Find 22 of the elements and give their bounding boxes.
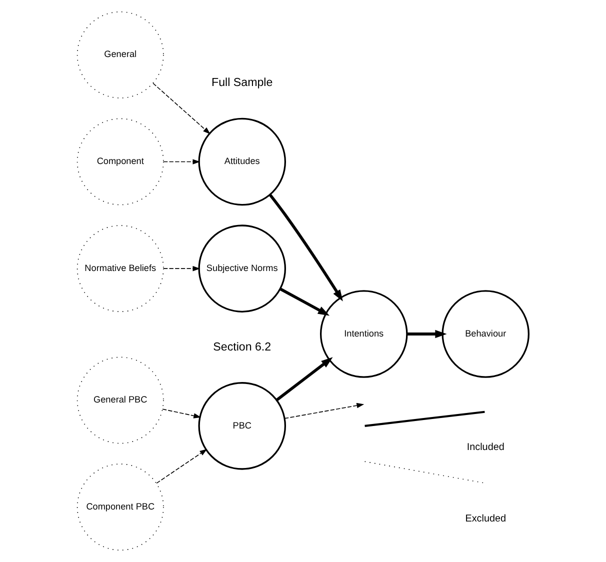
arrow xyxy=(152,82,210,134)
label: Section 6.2 xyxy=(213,341,272,354)
node-circle: General xyxy=(76,11,164,98)
legend-label: Included xyxy=(466,442,504,454)
node-circle: Behaviour xyxy=(442,290,530,378)
arrow xyxy=(407,330,447,338)
arrow xyxy=(284,402,364,419)
legend-label: Excluded xyxy=(465,513,506,524)
node-circle: Subjective Norms xyxy=(198,224,286,312)
arrow xyxy=(163,266,200,272)
label: Full Sample xyxy=(212,77,273,90)
arrow xyxy=(156,448,208,484)
node-circle: General PBC xyxy=(76,356,164,444)
node-circle: Normative Beliefs xyxy=(76,225,164,312)
arrow xyxy=(163,159,200,164)
node-circle: Component PBC xyxy=(76,464,164,551)
node-circle: Attitudes xyxy=(198,118,286,206)
arrow xyxy=(280,288,330,316)
arrow xyxy=(276,357,333,402)
arrow xyxy=(162,408,202,418)
node-circle: Component xyxy=(76,118,164,206)
arrow xyxy=(268,194,343,302)
